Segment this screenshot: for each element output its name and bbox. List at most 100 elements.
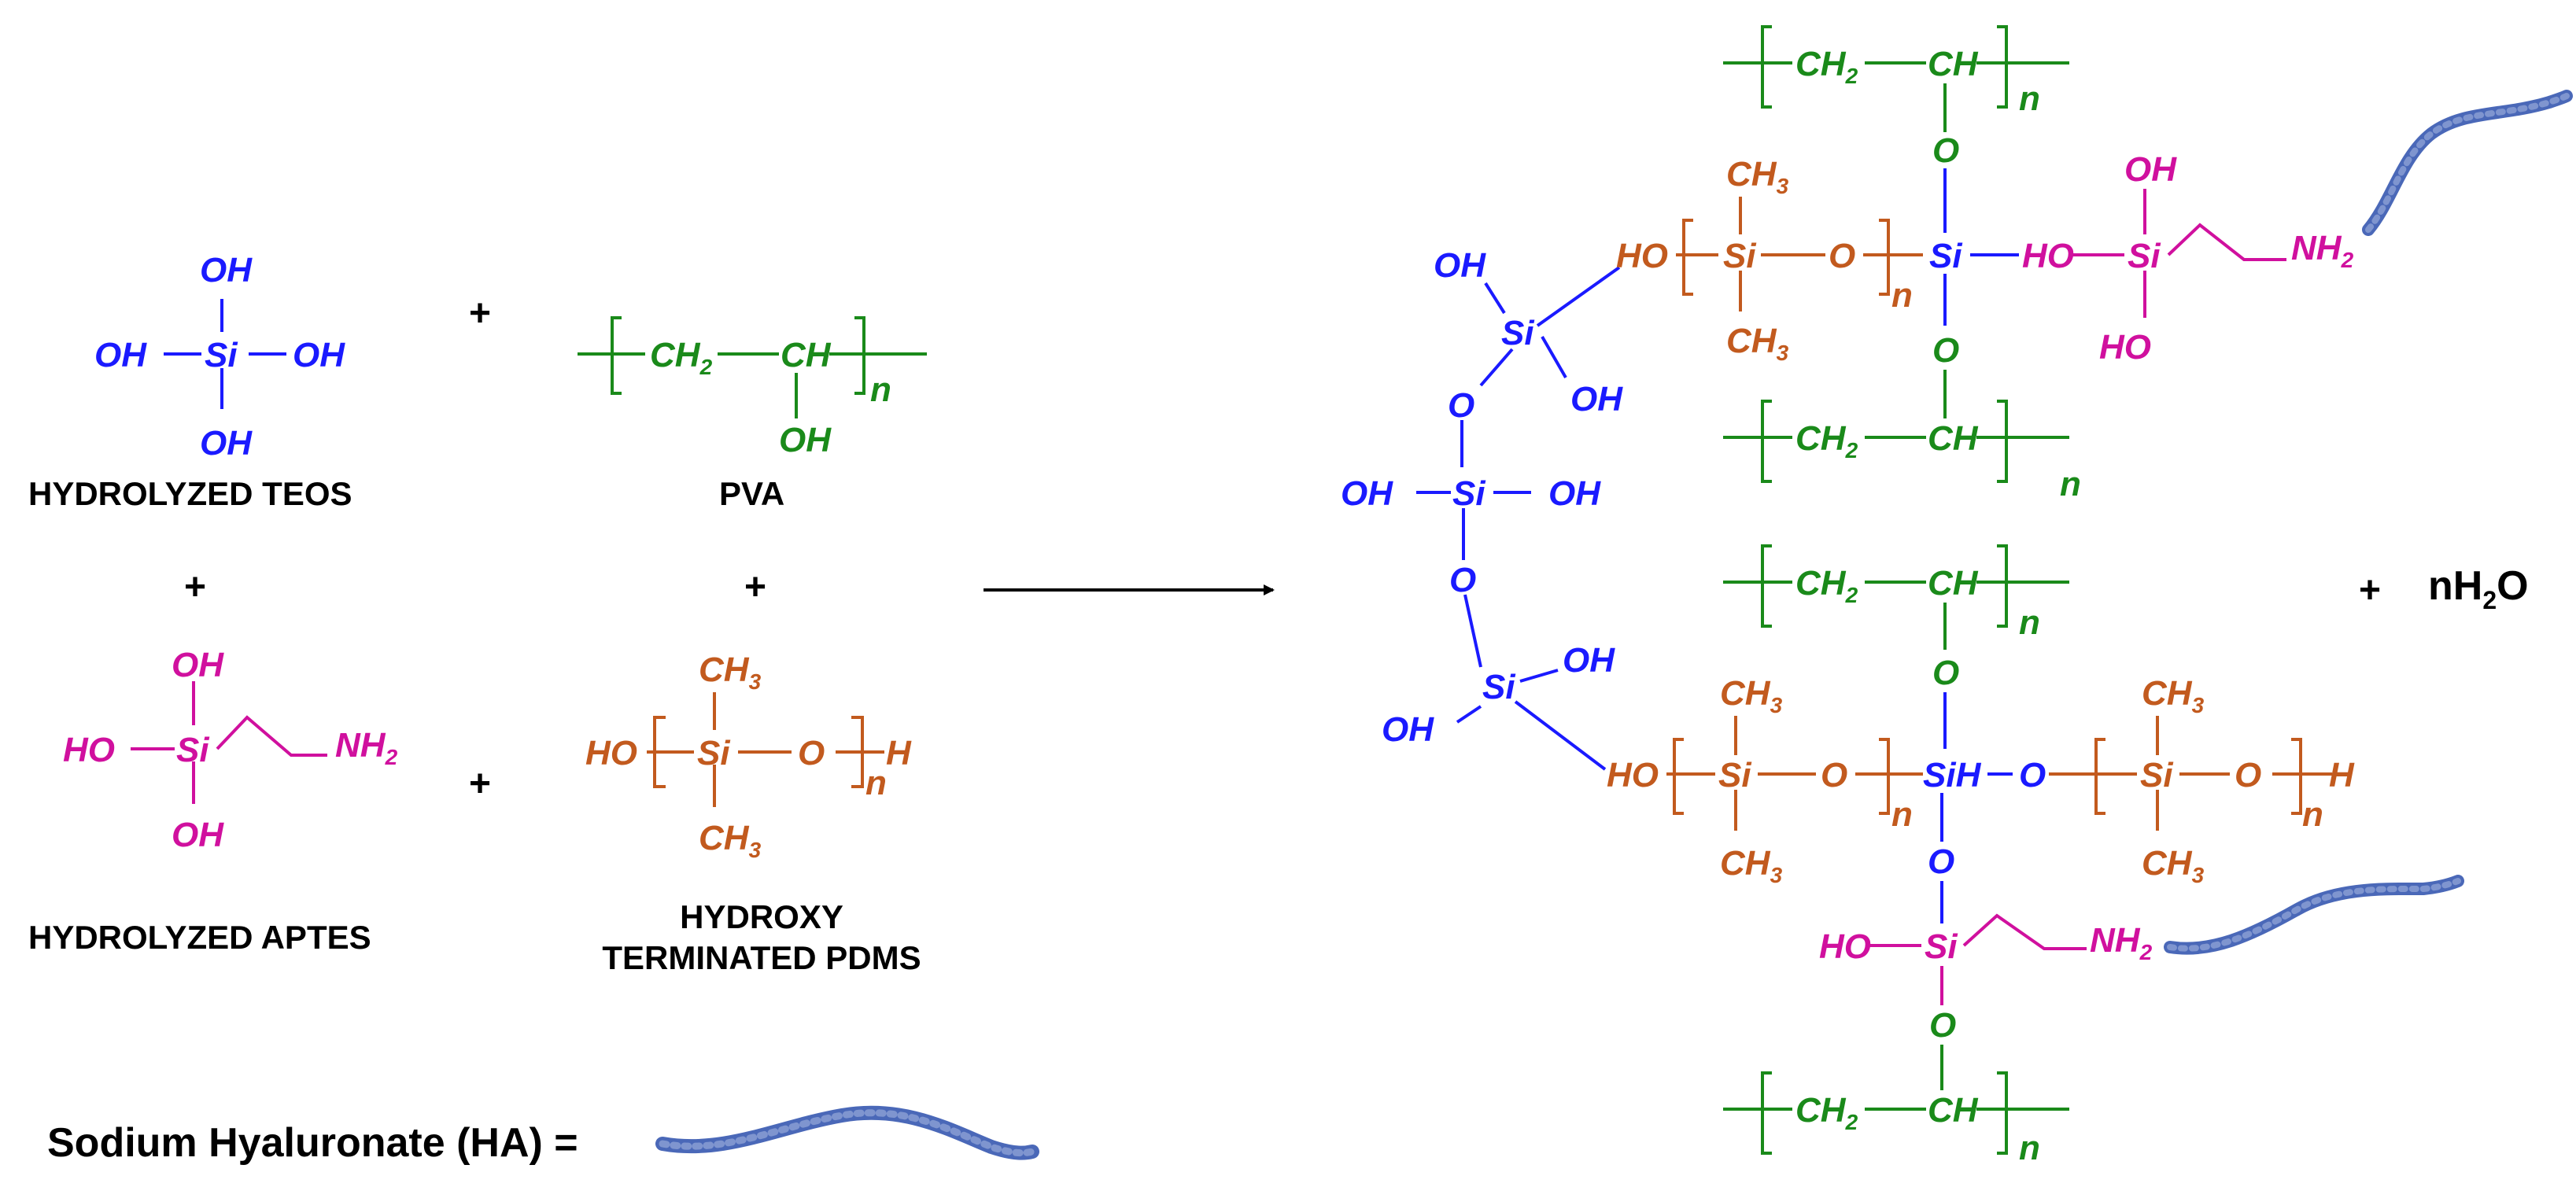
prod-pva2-ch: CH bbox=[1928, 419, 1979, 458]
prod-o-1: O bbox=[1448, 386, 1474, 425]
pdms-h: H bbox=[886, 734, 912, 772]
prod-pdms1-si: Si bbox=[1723, 237, 1756, 275]
pdms-structure: CH3 HO Si O H n CH3 bbox=[585, 651, 912, 862]
prod-aptes1-ho-bottom: HO bbox=[2099, 328, 2151, 367]
prod-oh-2: OH bbox=[1570, 380, 1623, 418]
pdms-si: Si bbox=[697, 734, 730, 772]
prod-pva4-n: n bbox=[2019, 1129, 2040, 1167]
prod-pva3-n: n bbox=[2019, 603, 2040, 642]
prod-pdms2-o: O bbox=[1821, 756, 1847, 794]
prod-pdms2-ch3-bottom: CH3 bbox=[1720, 844, 1783, 887]
prod-pdms3-si: Si bbox=[2140, 756, 2173, 794]
prod-o-bridge: O bbox=[2019, 756, 2046, 794]
pdms-ho: HO bbox=[585, 734, 637, 772]
prod-pdms3-o: O bbox=[2235, 756, 2261, 794]
aptes-caption: HYDROLYZED APTES bbox=[28, 919, 371, 956]
plus-sign: + bbox=[469, 293, 491, 334]
prod-pdms2-ch3-top: CH3 bbox=[1720, 674, 1783, 717]
prod-pva4-o: O bbox=[1929, 1006, 1956, 1045]
teos-oh-right: OH bbox=[293, 336, 345, 374]
plus-sign: + bbox=[469, 763, 491, 805]
prod-pva1-ch: CH bbox=[1928, 45, 1979, 83]
aptes-structure: OH HO Si NH2 OH bbox=[63, 646, 398, 854]
prod-pdms3-h: H bbox=[2329, 756, 2355, 794]
pdms-caption-line1: HYDROXY bbox=[680, 898, 843, 935]
prod-pdms1-o: O bbox=[1829, 237, 1855, 275]
aptes-si: Si bbox=[176, 731, 209, 769]
prod-oh-1: OH bbox=[1434, 246, 1486, 285]
aptes-oh-bottom: OH bbox=[172, 816, 224, 854]
prod-aptes2-si: Si bbox=[1925, 927, 1958, 966]
teos-si: Si bbox=[205, 336, 238, 374]
prod-aptes1-ho: HO bbox=[2022, 237, 2074, 275]
prod-aptes2-nh2: NH2 bbox=[2090, 921, 2153, 964]
pva-ch: CH bbox=[781, 336, 832, 374]
aptes-oh-top: OH bbox=[172, 646, 224, 684]
prod-pdms1-n: n bbox=[1891, 276, 1913, 315]
plus-sign: + bbox=[2359, 570, 2381, 611]
pva-structure: CH2 CH OH n bbox=[578, 316, 927, 459]
prod-o-2: O bbox=[1449, 561, 1476, 599]
hyaluronate-chain-icon bbox=[2362, 90, 2573, 236]
prod-pdms1-ch3-bottom: CH3 bbox=[1726, 322, 1789, 365]
plus-sign: + bbox=[744, 566, 766, 608]
product-silica-backbone: OH Si OH O OH Si OH O OH Si OH bbox=[1341, 246, 1623, 771]
pdms-caption-line2: TERMINATED PDMS bbox=[602, 939, 921, 976]
prod-oh-5: OH bbox=[1563, 641, 1615, 680]
pva-ch2: CH2 bbox=[650, 336, 713, 379]
prod-pdms3-n: n bbox=[2302, 795, 2323, 834]
prod-oh-4: OH bbox=[1548, 474, 1601, 513]
prod-si-1: Si bbox=[1501, 314, 1534, 352]
prod-pva1-o: O bbox=[1932, 131, 1959, 170]
hyaluronate-chain-icon bbox=[655, 1105, 1039, 1160]
ha-legend-label: Sodium Hyaluronate (HA) = bbox=[47, 1120, 578, 1166]
teos-structure: OH Si OH OH OH bbox=[94, 251, 345, 463]
pva-oh: OH bbox=[779, 421, 832, 459]
prod-pva4-ch: CH bbox=[1928, 1091, 1979, 1130]
prod-aptes1-nh2: NH2 bbox=[2291, 229, 2354, 272]
pdms-ch3-top: CH3 bbox=[699, 651, 762, 694]
prod-pva4-ch2: CH2 bbox=[1795, 1091, 1858, 1134]
prod-pva3-ch: CH bbox=[1928, 564, 1979, 603]
aptes-ho: HO bbox=[63, 731, 115, 769]
prod-oh-6: OH bbox=[1382, 710, 1434, 749]
prod-pdms2-si: Si bbox=[1718, 756, 1751, 794]
pva-n: n bbox=[870, 370, 891, 409]
prod-si-3: Si bbox=[1482, 668, 1515, 706]
prod-pva3-ch2: CH2 bbox=[1795, 564, 1858, 607]
teos-oh-bottom: OH bbox=[200, 424, 253, 463]
prod-pva1-n: n bbox=[2019, 79, 2040, 118]
hyaluronate-chain-icon bbox=[2164, 875, 2464, 955]
prod-aptes2-ho: HO bbox=[1819, 927, 1871, 966]
teos-oh-left: OH bbox=[94, 336, 147, 374]
prod-pva1-ch2: CH2 bbox=[1795, 45, 1858, 88]
prod-pva2-ch2: CH2 bbox=[1795, 419, 1858, 463]
product-upper-row: CH2 CH n O HO CH3 Si O n CH3 Si bbox=[1616, 25, 2573, 503]
prod-pdms2-n: n bbox=[1891, 795, 1913, 834]
pdms-n: n bbox=[865, 764, 887, 802]
prod-aptes1-si: Si bbox=[2128, 237, 2161, 275]
prod-oh-3: OH bbox=[1341, 474, 1393, 513]
pdms-o: O bbox=[798, 734, 825, 772]
prod-o-down: O bbox=[1928, 842, 1954, 881]
prod-pdms3-ch3-top: CH3 bbox=[2142, 674, 2205, 717]
prod-pdms3-ch3-bottom: CH3 bbox=[2142, 844, 2205, 887]
product-lower-row: CH2 CH n O HO CH3 Si O n CH3 SiH O bbox=[1607, 544, 2464, 1167]
plus-sign: + bbox=[184, 566, 206, 608]
prod-pdms1-ch3-top: CH3 bbox=[1726, 155, 1789, 198]
teos-caption: HYDROLYZED TEOS bbox=[28, 475, 352, 512]
prod-pva2-n: n bbox=[2060, 465, 2081, 503]
water-byproduct: nH2O bbox=[2428, 563, 2529, 614]
prod-pva3-o: O bbox=[1932, 654, 1959, 692]
prod-sih-center: SiH bbox=[1923, 756, 1982, 794]
prod-aptes1-oh: OH bbox=[2124, 150, 2177, 189]
pva-caption: PVA bbox=[719, 475, 784, 512]
teos-oh-top: OH bbox=[200, 251, 253, 289]
prod-pva2-o: O bbox=[1932, 331, 1959, 370]
prod-si-center-1: Si bbox=[1929, 237, 1962, 275]
prod-pdms2-ho: HO bbox=[1607, 756, 1659, 794]
prod-si-2: Si bbox=[1452, 474, 1485, 513]
pdms-ch3-bottom: CH3 bbox=[699, 819, 762, 862]
prod-pdms1-ho: HO bbox=[1616, 237, 1668, 275]
